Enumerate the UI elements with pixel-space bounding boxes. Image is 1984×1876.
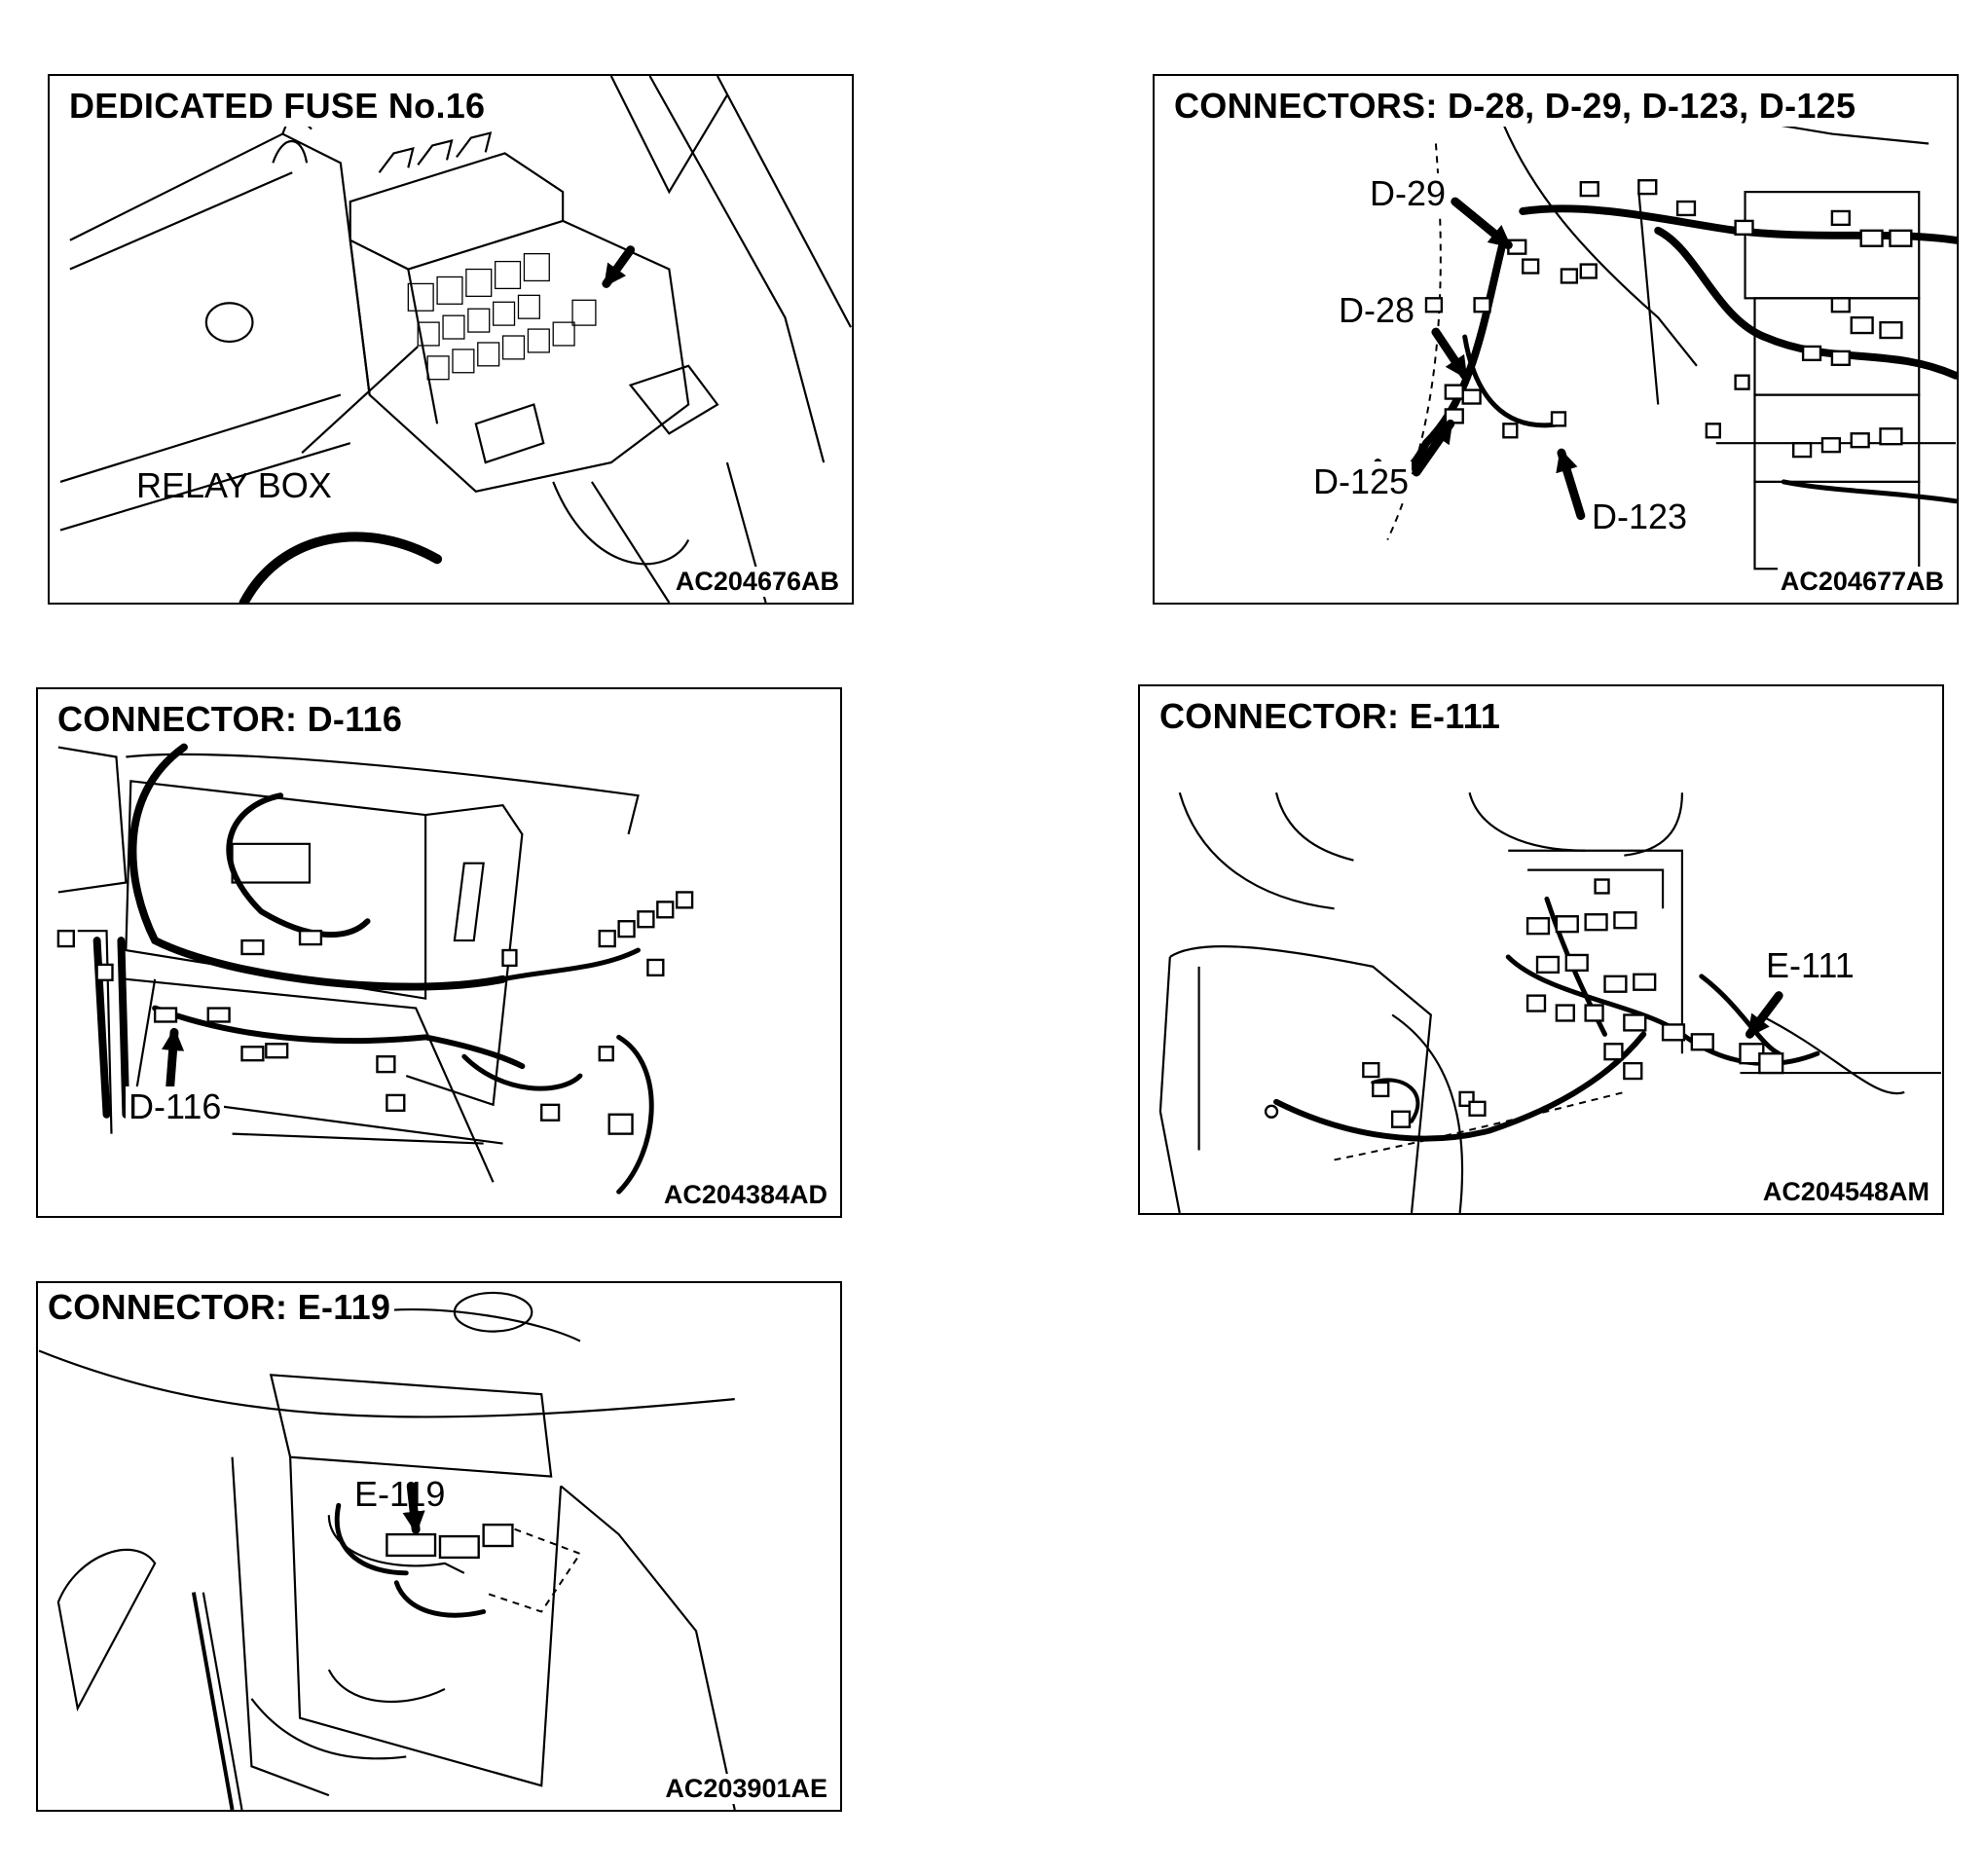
dashboard-harness-illustration	[1374, 123, 1957, 570]
callout-d-123: D-123	[1589, 497, 1691, 537]
callout-relay-box: RELAY BOX	[136, 465, 332, 505]
console-ecu-illustration	[38, 1291, 736, 1810]
panel-title: CONNECTOR: D-116	[54, 699, 407, 740]
panel-title: CONNECTORS: D-28, D-29, D-123, D-125	[1170, 86, 1860, 127]
relay-box-illustration	[59, 76, 852, 603]
panel-connector-e111: CONNECTOR: E-111 E-111 AC204548AM	[1138, 684, 1944, 1215]
figure-code: AC204384AD	[660, 1180, 830, 1210]
figure-code: AC203901AE	[662, 1774, 830, 1804]
panel-connectors-d28-d29-d123-d125: CONNECTORS: D-28, D-29, D-123, D-125 D-2…	[1153, 74, 1959, 605]
instrument-panel-illustration	[56, 743, 694, 1195]
figure-code: AC204548AM	[1759, 1177, 1932, 1207]
panel-title: CONNECTOR: E-119	[44, 1287, 395, 1328]
panel-connector-e119: CONNECTOR: E-119 E-119 AC203901AE	[36, 1281, 842, 1812]
callout-e-111: E-111	[1763, 945, 1857, 986]
figure-code: AC204676AB	[672, 567, 842, 597]
center-console-illustration	[1158, 791, 1941, 1213]
panel-title: CONNECTOR: E-111	[1156, 696, 1505, 737]
panel-connector-d116: CONNECTOR: D-116 D-116 AC204384AD	[36, 687, 842, 1218]
callout-e-119: E-119	[354, 1474, 446, 1514]
callout-d-116: D-116	[126, 1086, 225, 1127]
figure-code: AC204677AB	[1777, 567, 1947, 597]
callout-d-28: D-28	[1336, 290, 1418, 331]
panel-dedicated-fuse-16: DEDICATED FUSE No.16 RELAY BOX AC204676A…	[48, 74, 854, 605]
callout-d-125: D-125	[1310, 461, 1413, 502]
panel-title: DEDICATED FUSE No.16	[65, 86, 490, 127]
callout-d-29: D-29	[1367, 173, 1450, 214]
